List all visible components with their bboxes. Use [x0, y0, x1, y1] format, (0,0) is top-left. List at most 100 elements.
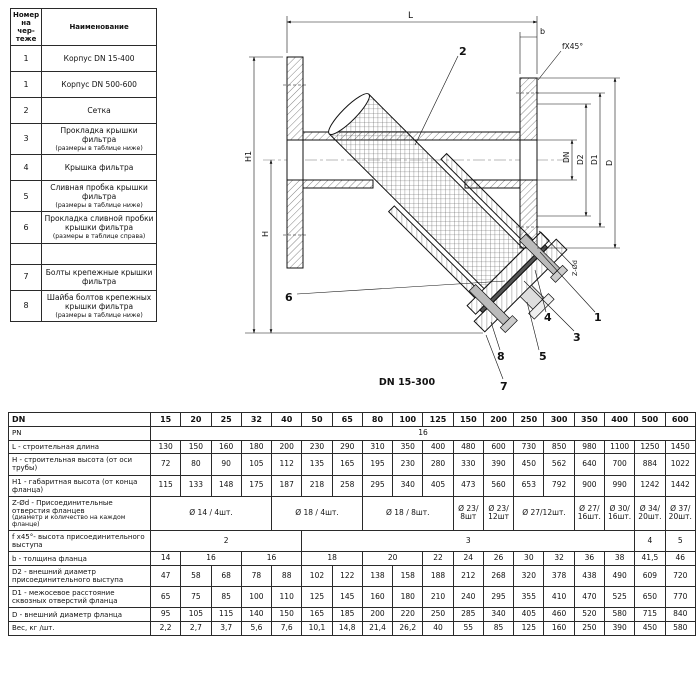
dims-value: 390: [603, 620, 636, 636]
dims-value: 268: [482, 565, 515, 588]
dims-value: Ø 27/ 16шт.: [573, 495, 605, 532]
dims-value: 7,6: [271, 620, 303, 636]
dims-value: 990: [603, 474, 636, 497]
dims-row-label-text: b - толщина фланца: [12, 554, 87, 563]
dims-value: 95: [149, 607, 182, 622]
dims-row-f: f x45°- высота присоединительного выступ…: [8, 530, 697, 553]
dims-value: 138: [361, 565, 394, 588]
dims-value: 145: [331, 586, 363, 609]
dims-row-label-text: D1 - межосевое расстояние сквозных отвер…: [12, 589, 118, 606]
dims-value: 405: [422, 474, 454, 497]
part-number: 1: [9, 71, 43, 99]
dims-value: 180: [240, 439, 273, 455]
dims-row-label: b - толщина фланца: [8, 551, 151, 567]
dims-value: 355: [513, 586, 545, 609]
dims-value: 5,6: [240, 620, 273, 636]
dims-value: 38: [603, 551, 636, 567]
part-number: [9, 242, 43, 265]
dims-row-d1: D1 - межосевое расстояние сквозных отвер…: [8, 586, 697, 609]
dims-value: Ø 37/ 20шт.: [664, 495, 697, 532]
dn-value: 20: [180, 411, 212, 428]
dims-value: 600: [482, 439, 515, 455]
dims-value: 258: [331, 474, 363, 497]
dims-value: 135: [301, 453, 333, 476]
dims-value: 3: [301, 530, 636, 553]
dims-value: 715: [634, 607, 666, 622]
dims-value: 230: [392, 453, 424, 476]
dims-value: 609: [634, 565, 666, 588]
dims-value: 240: [452, 586, 484, 609]
drawing-caption: DN 15-300: [379, 377, 436, 388]
dims-value: 16: [150, 426, 696, 441]
dims-value: Ø 23/ 12шт: [482, 495, 515, 532]
dims-row-label-text: H1 - габаритная высота (от конца фланца): [12, 477, 138, 494]
dims-value: 280: [422, 453, 454, 476]
callout-3: 3: [573, 331, 581, 344]
dims-value: 185: [331, 607, 363, 622]
dims-value: 78: [240, 565, 273, 588]
dn-value: 15: [149, 411, 182, 428]
dims-row-label-text: PN: [12, 429, 22, 438]
dims-row-label-text: f x45°- высота присоединительного выступ…: [12, 533, 145, 550]
dims-value: 840: [664, 607, 697, 622]
dn-value: 200: [482, 411, 515, 428]
dn-value: 65: [331, 411, 363, 428]
dims-value: 110: [271, 586, 303, 609]
dims-row-label-text: Вес, кг /шт.: [12, 624, 55, 633]
dim-label-DN: DN: [562, 152, 571, 163]
part-number: 4: [9, 154, 43, 182]
dims-value: 1450: [664, 439, 697, 455]
dims-value: 220: [392, 607, 424, 622]
dims-value: 165: [301, 607, 333, 622]
dims-row-label: H - строительная высота (от оси трубы): [8, 453, 151, 476]
part-name: Прокладка крышки фильтра(размеры в табли…: [41, 123, 157, 156]
dims-value: 85: [482, 620, 515, 636]
dims-value: 320: [513, 565, 545, 588]
dims-value: 700: [603, 453, 636, 476]
callout-2: 2: [459, 45, 467, 58]
part-name: Прокладка сливной пробки крышки фильтра(…: [41, 211, 157, 244]
dims-value: 250: [573, 620, 605, 636]
dims-value: 562: [543, 453, 575, 476]
dims-value: 102: [301, 565, 333, 588]
dims-value: 250: [422, 607, 454, 622]
bolt-head-right: [550, 264, 569, 283]
dims-value: 212: [452, 565, 484, 588]
dims-value: 75: [180, 586, 212, 609]
dims-value: 68: [210, 565, 242, 588]
dims-value: 16: [240, 551, 303, 567]
parts-spacer-row: [9, 242, 157, 265]
dims-value: Ø 18 / 4шт.: [271, 495, 363, 532]
dims-value: 480: [452, 439, 484, 455]
dims-value: 47: [149, 565, 182, 588]
dims-value: 90: [210, 453, 242, 476]
dn-value: 400: [603, 411, 636, 428]
dims-value: Ø 23/ 8шт: [452, 495, 484, 532]
dims-value: 14,8: [331, 620, 363, 636]
dims-corner-label: DN: [8, 411, 151, 428]
dims-value: 122: [331, 565, 363, 588]
dims-value: 26,2: [392, 620, 424, 636]
dims-row-label-sub: (диаметр и количество на каждом фланце): [12, 513, 126, 528]
dims-value: 330: [452, 453, 484, 476]
dims-value: 460: [543, 607, 575, 622]
strainer-top: [328, 93, 370, 135]
callout-1: 1: [594, 311, 602, 324]
dims-value: 980: [573, 439, 605, 455]
left-flange: [283, 56, 307, 269]
dn-value: 32: [240, 411, 273, 428]
callout-4: 4: [544, 311, 552, 324]
part-number: 7: [9, 263, 43, 291]
dims-value: 24: [452, 551, 484, 567]
dims-value: 150: [180, 439, 212, 455]
dims-value: 125: [301, 586, 333, 609]
